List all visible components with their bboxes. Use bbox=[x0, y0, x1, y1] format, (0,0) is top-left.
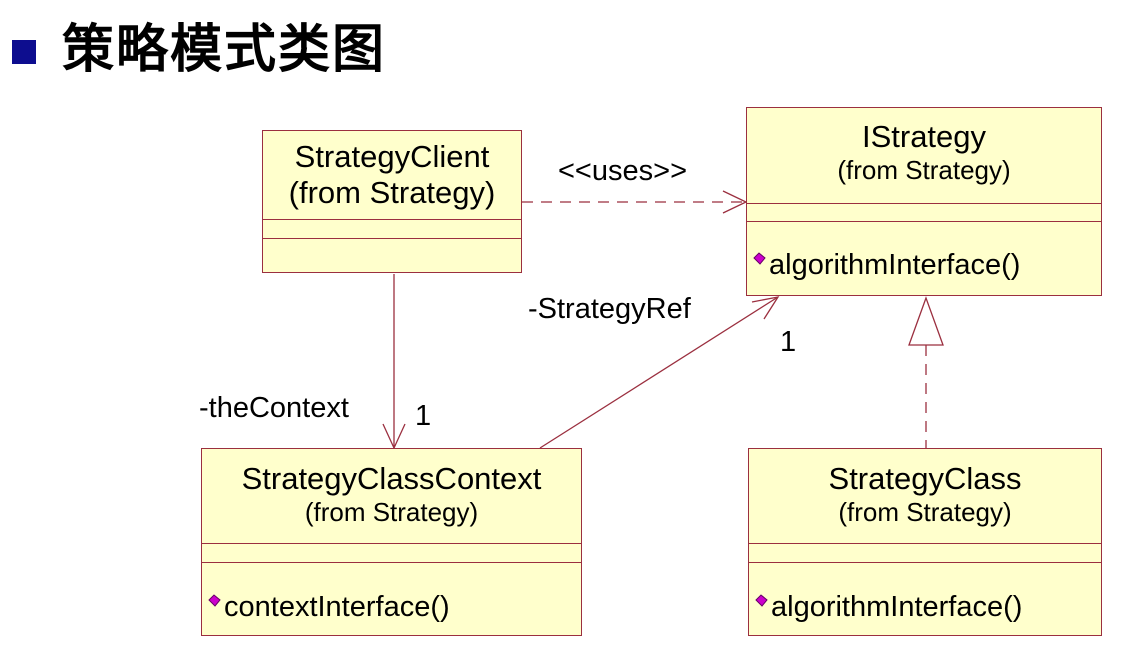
class-name: IStrategy bbox=[861, 119, 987, 154]
method-icon bbox=[753, 252, 766, 265]
realization-line bbox=[908, 296, 944, 448]
strategy-class-class[interactable]: StrategyClass (from Strategy) algorithmI… bbox=[748, 448, 1102, 636]
the-context-association-line bbox=[382, 274, 406, 450]
operation-item[interactable]: algorithmInterface() bbox=[747, 248, 1101, 282]
operation-item[interactable]: contextInterface() bbox=[202, 590, 581, 624]
istrategy-class[interactable]: IStrategy (from Strategy) algorithmInter… bbox=[746, 107, 1102, 296]
class-package: (from Strategy) bbox=[304, 497, 479, 527]
class-name: StrategyClient bbox=[294, 139, 490, 174]
operation-label: algorithmInterface() bbox=[771, 591, 1023, 623]
realization-arrowhead bbox=[908, 296, 944, 346]
uses-dependency-line bbox=[522, 190, 748, 214]
strategy-ref-association-line bbox=[539, 296, 780, 449]
the-context-multiplicity: 1 bbox=[415, 400, 432, 432]
uses-stereotype-label: <<uses>> bbox=[558, 155, 687, 187]
strategy-client-class[interactable]: StrategyClient (from Strategy) bbox=[262, 130, 522, 273]
class-name: StrategyClassContext bbox=[241, 461, 542, 496]
method-icon bbox=[208, 594, 221, 607]
attributes-compartment bbox=[263, 219, 521, 238]
operations-compartment: algorithmInterface() bbox=[749, 562, 1101, 624]
class-package: (from Strategy) bbox=[838, 497, 1012, 527]
class-name: StrategyClass bbox=[828, 461, 1022, 496]
operations-compartment bbox=[263, 238, 521, 239]
operation-label: algorithmInterface() bbox=[769, 249, 1021, 281]
strategy-class-context-class[interactable]: StrategyClassContext (from Strategy) con… bbox=[201, 448, 582, 636]
operation-item[interactable]: algorithmInterface() bbox=[749, 590, 1101, 624]
operations-compartment: contextInterface() bbox=[202, 562, 581, 624]
strategy-ref-role-label: -StrategyRef bbox=[528, 293, 691, 325]
attributes-compartment bbox=[749, 543, 1101, 562]
attributes-compartment bbox=[747, 203, 1101, 221]
attributes-compartment bbox=[202, 543, 581, 562]
the-context-role-label: -theContext bbox=[199, 392, 349, 424]
strategy-ref-multiplicity: 1 bbox=[780, 326, 797, 358]
class-package: (from Strategy) bbox=[288, 175, 496, 210]
title-bullet bbox=[12, 40, 36, 64]
operations-compartment: algorithmInterface() bbox=[747, 221, 1101, 282]
page-title: 策略模式类图 bbox=[62, 20, 387, 80]
operation-label: contextInterface() bbox=[224, 591, 450, 623]
class-package: (from Strategy) bbox=[837, 155, 1011, 185]
method-icon bbox=[755, 594, 768, 607]
